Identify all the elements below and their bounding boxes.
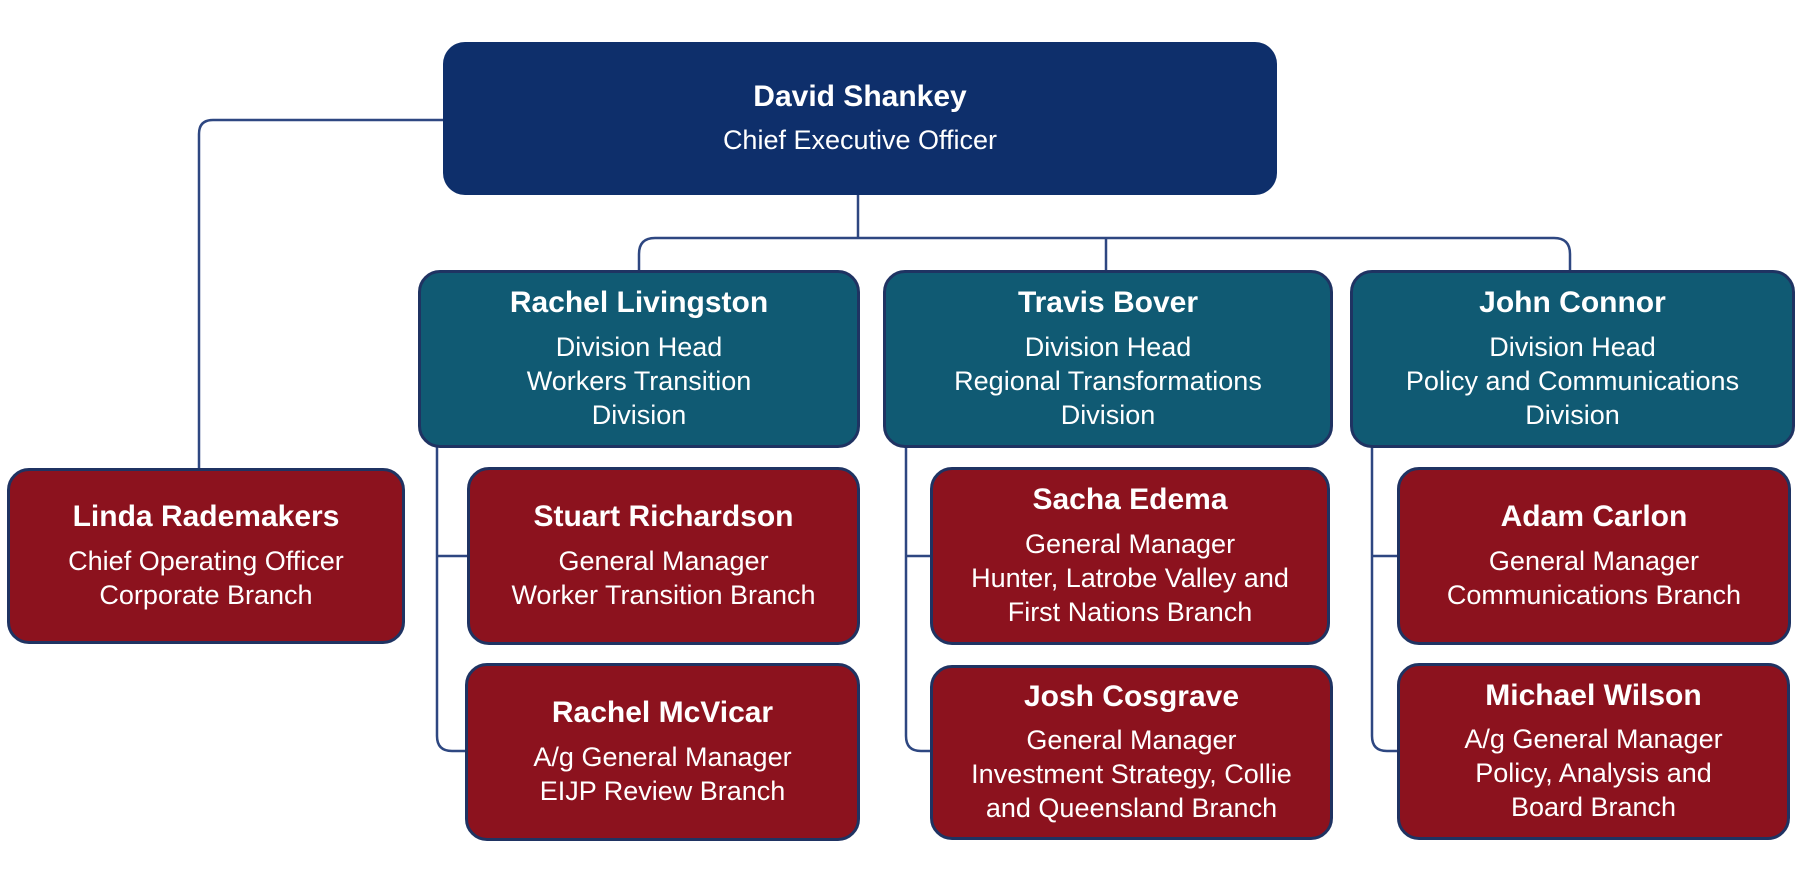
role-line: Division — [1525, 399, 1620, 430]
person-role: Division Head Regional Transformations D… — [954, 330, 1262, 432]
role-line: Hunter, Latrobe Valley and — [971, 562, 1289, 593]
role-line: General Manager — [1026, 725, 1237, 756]
role-line: EIJP Review Branch — [539, 775, 786, 806]
person-name: John Connor — [1479, 286, 1666, 320]
connector-ceo-coo — [197, 118, 470, 470]
person-name: David Shankey — [753, 79, 967, 113]
role-line: A/g General Manager — [1464, 724, 1723, 755]
person-name: Travis Bover — [1017, 286, 1199, 320]
role-line: Investment Strategy, Collie — [971, 759, 1292, 790]
role-line: Corporate Branch — [99, 579, 313, 610]
person-name: Adam Carlon — [1500, 500, 1688, 534]
role-line: Worker Transition Branch — [511, 579, 816, 610]
org-node-div-policy-communications: John Connor Division Head Policy and Com… — [1350, 270, 1795, 448]
role-line: Division — [1060, 399, 1156, 430]
person-role: Division Head Policy and Communications … — [1406, 330, 1739, 432]
role-line: General Manager — [1024, 528, 1236, 559]
org-node-div-regional-transformations: Travis Bover Division Head Regional Tran… — [883, 270, 1333, 448]
role-line: General Manager — [558, 545, 769, 576]
role-line: Workers Transition — [526, 365, 752, 396]
person-role: General Manager Hunter, Latrobe Valley a… — [971, 527, 1289, 629]
person-name: Michael Wilson — [1485, 678, 1702, 712]
role-line: and Queensland Branch — [985, 793, 1278, 824]
org-node-gm-worker-transition: Stuart Richardson General Manager Worker… — [467, 467, 860, 645]
role-line: First Nations Branch — [1007, 596, 1253, 627]
person-role: General Manager Investment Strategy, Col… — [971, 723, 1292, 825]
connector-middle-rail — [904, 446, 934, 753]
role-line: Division Head — [555, 331, 723, 362]
org-node-gm-hunter-latrobe-first-nations: Sacha Edema General Manager Hunter, Latr… — [930, 467, 1330, 645]
org-node-gm-policy-analysis-board: Michael Wilson A/g General Manager Polic… — [1397, 663, 1790, 840]
person-role: A/g General Manager EIJP Review Branch — [533, 740, 791, 808]
role-line: Chief Executive Officer — [722, 125, 998, 156]
person-role: General Manager Worker Transition Branch — [511, 544, 815, 612]
role-line: Policy, Analysis and — [1475, 758, 1712, 789]
role-line: Division — [591, 399, 687, 430]
org-node-ceo: David Shankey Chief Executive Officer — [443, 42, 1277, 195]
org-node-gm-investment-strategy: Josh Cosgrave General Manager Investment… — [930, 665, 1333, 840]
role-line: Regional Transformations — [954, 365, 1262, 396]
person-name: Josh Cosgrave — [1023, 679, 1240, 713]
role-line: Policy and Communications — [1405, 365, 1740, 396]
person-role: Chief Executive Officer — [723, 123, 997, 157]
role-line: Division Head — [1024, 331, 1192, 362]
role-line: Communications Branch — [1446, 579, 1742, 610]
role-line: General Manager — [1488, 545, 1700, 576]
org-node-coo: Linda Rademakers Chief Operating Officer… — [7, 468, 405, 644]
role-line: A/g General Manager — [533, 741, 792, 772]
person-name: Linda Rademakers — [72, 500, 340, 534]
connector-division-spine — [637, 236, 1572, 272]
person-role: General Manager Communications Branch — [1447, 544, 1741, 612]
connector-left-rail — [435, 446, 470, 753]
person-role: A/g General Manager Policy, Analysis and… — [1464, 722, 1722, 824]
person-name: Sacha Edema — [1032, 483, 1228, 517]
person-name: Rachel McVicar — [551, 696, 774, 730]
role-line: Division Head — [1489, 331, 1656, 362]
role-line: Chief Operating Officer — [68, 545, 344, 576]
org-node-div-workers-transition: Rachel Livingston Division Head Workers … — [418, 270, 860, 448]
person-role: Division Head Workers Transition Divisio… — [527, 330, 752, 432]
connector-right-rail — [1370, 446, 1400, 753]
person-name: Stuart Richardson — [533, 500, 794, 534]
org-node-gm-communications: Adam Carlon General Manager Communicatio… — [1397, 467, 1791, 645]
role-line: Board Branch — [1510, 792, 1677, 823]
org-node-gm-eijp-review: Rachel McVicar A/g General Manager EIJP … — [465, 663, 860, 841]
person-role: Chief Operating Officer Corporate Branch — [68, 544, 344, 612]
person-name: Rachel Livingston — [509, 286, 769, 320]
